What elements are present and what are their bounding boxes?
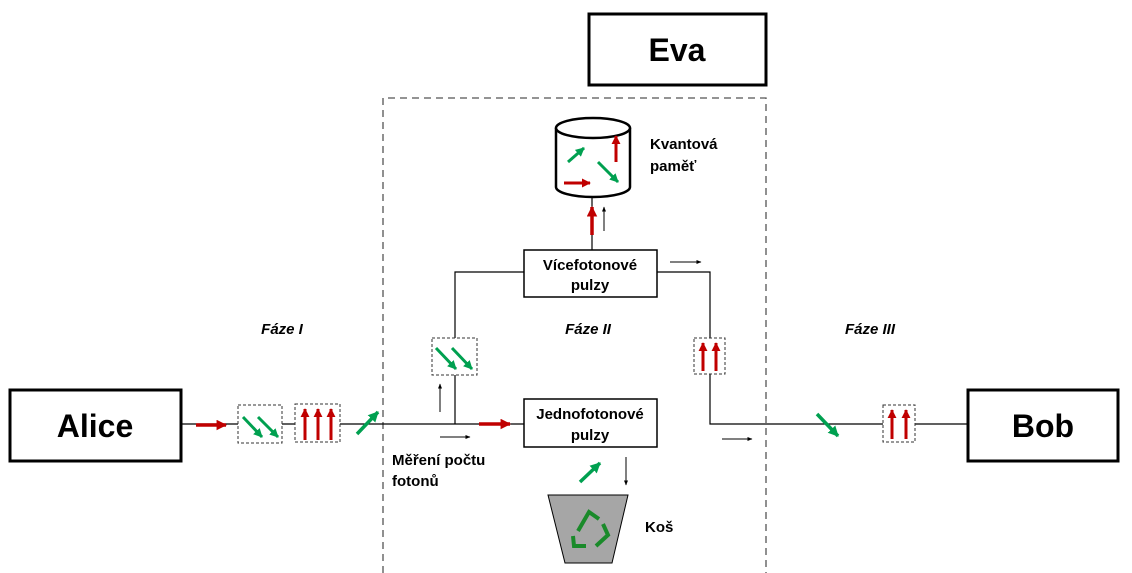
photon-group-vertical-2a: [693, 337, 726, 375]
eva-box: [587, 12, 768, 87]
phase3-label: Fáze III: [845, 321, 896, 338]
green-arrow-diag: [434, 346, 458, 371]
quantum-memory-cylinder: [554, 116, 632, 199]
bin-label: Koš: [645, 519, 673, 536]
photon-count-line2: fotonů: [392, 473, 439, 490]
phase2-label: Fáze II: [565, 321, 612, 338]
green-arrow-diag: [450, 346, 474, 371]
green-arrow-to-bin: [578, 461, 602, 484]
multi-photon-line1: Vícefotonové: [543, 257, 637, 274]
multi-photon-line2: pulzy: [571, 277, 610, 294]
photon-group-diagonal-1: [237, 404, 283, 444]
multi-photon-box: [523, 249, 658, 298]
green-arrow-diag: [256, 415, 280, 439]
quantum-memory-line1: Kvantová: [650, 136, 718, 153]
eva-label: Eva: [649, 32, 706, 68]
single-photon-box: [523, 398, 658, 448]
trash-bin-icon: [547, 494, 629, 564]
alice-box: [8, 388, 183, 463]
photon-group-vertical-2b: [882, 404, 916, 443]
green-arrow-diag-down: [815, 412, 840, 438]
single-photon-line2: pulzy: [571, 427, 610, 444]
quantum-memory-line2: paměť: [650, 158, 697, 175]
bob-label: Bob: [1012, 408, 1074, 444]
single-photon-line1: Jednofotonové: [536, 406, 644, 423]
bob-box: [966, 388, 1120, 463]
recycle-icon: [571, 509, 611, 548]
green-arrow-diag: [241, 415, 264, 439]
phase1-label: Fáze I: [261, 321, 304, 338]
alice-label: Alice: [57, 408, 133, 444]
green-arrow-diag-up: [355, 410, 380, 436]
eva-region-dashed: [382, 97, 767, 573]
photon-count-line1: Měření počtu: [392, 452, 485, 469]
